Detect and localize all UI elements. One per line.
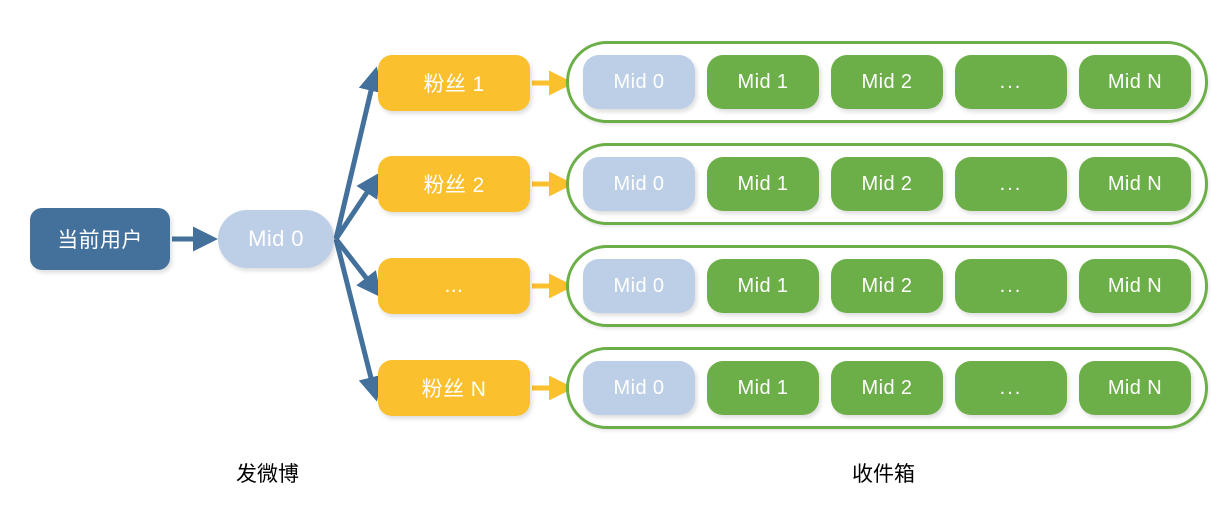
inbox-3-message-2[interactable]: Mid 1 — [707, 259, 819, 313]
inbox-1-message-1[interactable]: Mid 0 — [583, 55, 695, 109]
fan-node-1[interactable]: 粉丝 1 — [378, 55, 530, 111]
inbox-1-message-4[interactable]: ... — [955, 55, 1067, 109]
inbox-2-message-4[interactable]: ... — [955, 157, 1067, 211]
caption-publish-weibo: 发微博 — [236, 462, 299, 486]
inbox-4-message-2[interactable]: Mid 1 — [707, 361, 819, 415]
inbox-4-message-4[interactable]: ... — [955, 361, 1067, 415]
inbox-4-message-5[interactable]: Mid N — [1079, 361, 1191, 415]
current-user-node[interactable]: 当前用户 — [30, 208, 170, 270]
inbox-1-message-5[interactable]: Mid N — [1079, 55, 1191, 109]
inbox-2-message-2[interactable]: Mid 1 — [707, 157, 819, 211]
fan-node-3[interactable]: ... — [378, 258, 530, 314]
inbox-1-message-3[interactable]: Mid 2 — [831, 55, 943, 109]
inbox-4-message-3[interactable]: Mid 2 — [831, 361, 943, 415]
inbox-3-message-4[interactable]: ... — [955, 259, 1067, 313]
caption-inbox: 收件箱 — [852, 462, 915, 486]
fan-node-4[interactable]: 粉丝 N — [378, 360, 530, 416]
arrow-mid0-to-fan-2 — [333, 172, 381, 241]
inbox-2-message-5[interactable]: Mid N — [1079, 157, 1191, 211]
inbox-3-message-5[interactable]: Mid N — [1079, 259, 1191, 313]
arrow-mid0-to-fan-4 — [333, 238, 383, 402]
inbox-4-message-1[interactable]: Mid 0 — [583, 361, 695, 415]
inbox-1-message-2[interactable]: Mid 1 — [707, 55, 819, 109]
source-mid0-node[interactable]: Mid 0 — [218, 210, 334, 268]
arrow-mid0-to-fan-1 — [333, 66, 384, 240]
inbox-3-message-1[interactable]: Mid 0 — [583, 259, 695, 313]
inbox-2-message-1[interactable]: Mid 0 — [583, 157, 695, 211]
fan-node-2[interactable]: 粉丝 2 — [378, 156, 530, 212]
inbox-3-message-3[interactable]: Mid 2 — [831, 259, 943, 313]
arrow-mid0-to-fan-3 — [334, 237, 382, 298]
inbox-2-message-3[interactable]: Mid 2 — [831, 157, 943, 211]
